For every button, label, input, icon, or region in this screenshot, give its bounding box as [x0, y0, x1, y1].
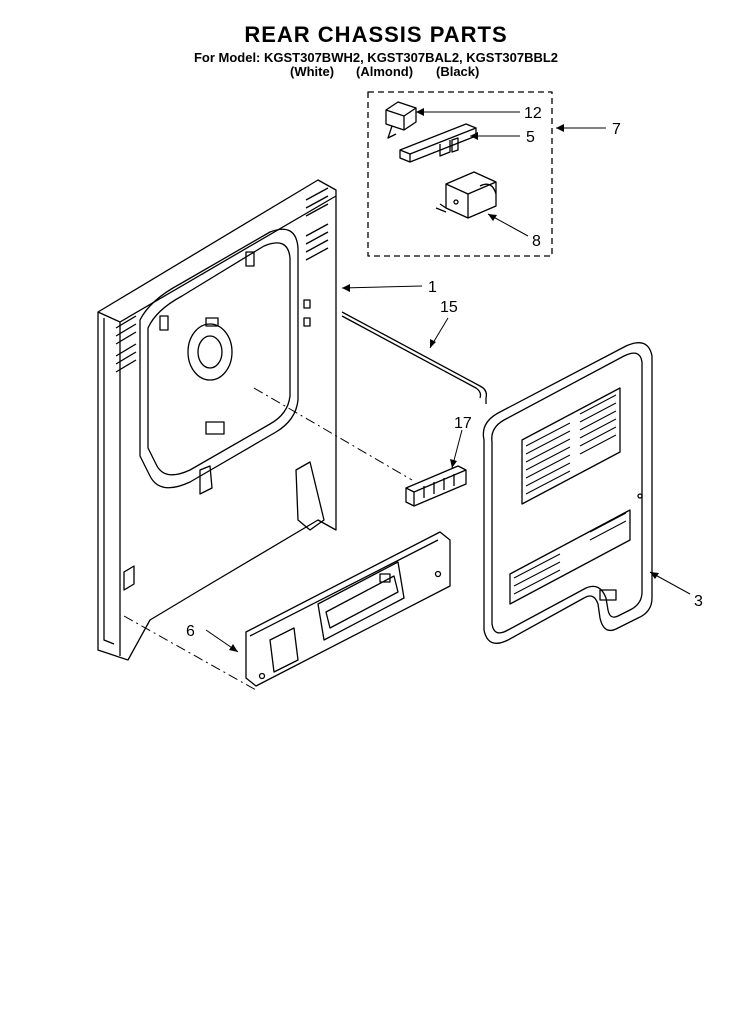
- assembly-line-17: [253, 387, 413, 481]
- part-3-rear-cover: [482, 342, 653, 644]
- callout-1: 1: [428, 279, 437, 296]
- callout-7: 7: [612, 121, 621, 138]
- part-15-rod: [341, 311, 488, 404]
- part-17-terminal-block: [405, 465, 467, 507]
- callout-6: 6: [186, 623, 195, 640]
- finish-black: (Black): [436, 64, 480, 79]
- part-6-lower-plate: [245, 531, 451, 687]
- part-12-clip: [385, 101, 417, 139]
- assembly-line-6: [123, 615, 257, 691]
- finish-almond: (Almond): [356, 64, 414, 79]
- model-list: For Model: KGST307BWH2, KGST307BAL2, KGS…: [193, 50, 559, 65]
- callout-3: 3: [694, 593, 703, 610]
- callout-8: 8: [532, 233, 541, 250]
- callout-17: 17: [454, 415, 472, 432]
- part-1-chassis-panel: [97, 179, 337, 661]
- callout-5: 5: [526, 129, 535, 146]
- leader-1: [341, 285, 423, 289]
- finish-white: (White): [290, 64, 335, 79]
- callout-12: 12: [524, 105, 542, 122]
- kit-box-7: [367, 91, 553, 257]
- part-5-bracket: [399, 123, 477, 163]
- diagram-title: REAR CHASSIS PARTS: [244, 22, 508, 47]
- part-8-switch: [435, 171, 497, 219]
- callout-15: 15: [440, 299, 458, 316]
